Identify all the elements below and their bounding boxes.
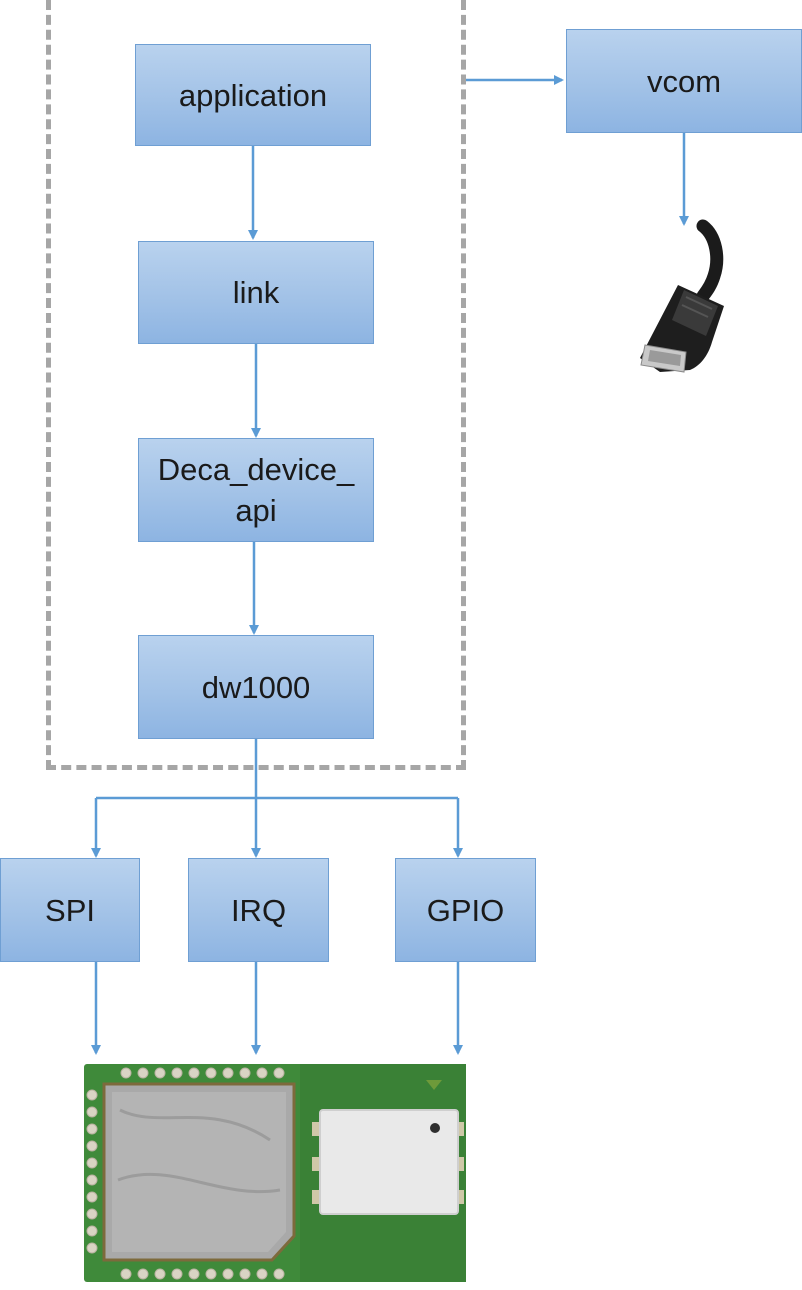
node-application: application bbox=[135, 44, 371, 146]
dw1000-module-board-icon bbox=[84, 1064, 466, 1282]
node-irq-label: IRQ bbox=[230, 892, 287, 928]
node-deca-device-api: Deca_device_api bbox=[138, 438, 374, 542]
node-application-label: application bbox=[178, 77, 328, 113]
node-dw1000-label: dw1000 bbox=[201, 669, 311, 705]
node-link: link bbox=[138, 241, 374, 344]
node-vcom-label: vcom bbox=[646, 63, 722, 99]
node-deca-device-api-label: Deca_device_api bbox=[157, 452, 355, 528]
node-link-label: link bbox=[232, 275, 280, 310]
node-irq: IRQ bbox=[188, 858, 329, 962]
node-gpio-label: GPIO bbox=[426, 892, 505, 928]
node-vcom: vcom bbox=[566, 29, 802, 133]
node-spi-label: SPI bbox=[45, 892, 95, 928]
node-spi: SPI bbox=[0, 858, 140, 962]
micro-usb-cable-icon bbox=[640, 219, 724, 373]
node-gpio: GPIO bbox=[395, 858, 536, 962]
node-dw1000: dw1000 bbox=[138, 635, 374, 739]
